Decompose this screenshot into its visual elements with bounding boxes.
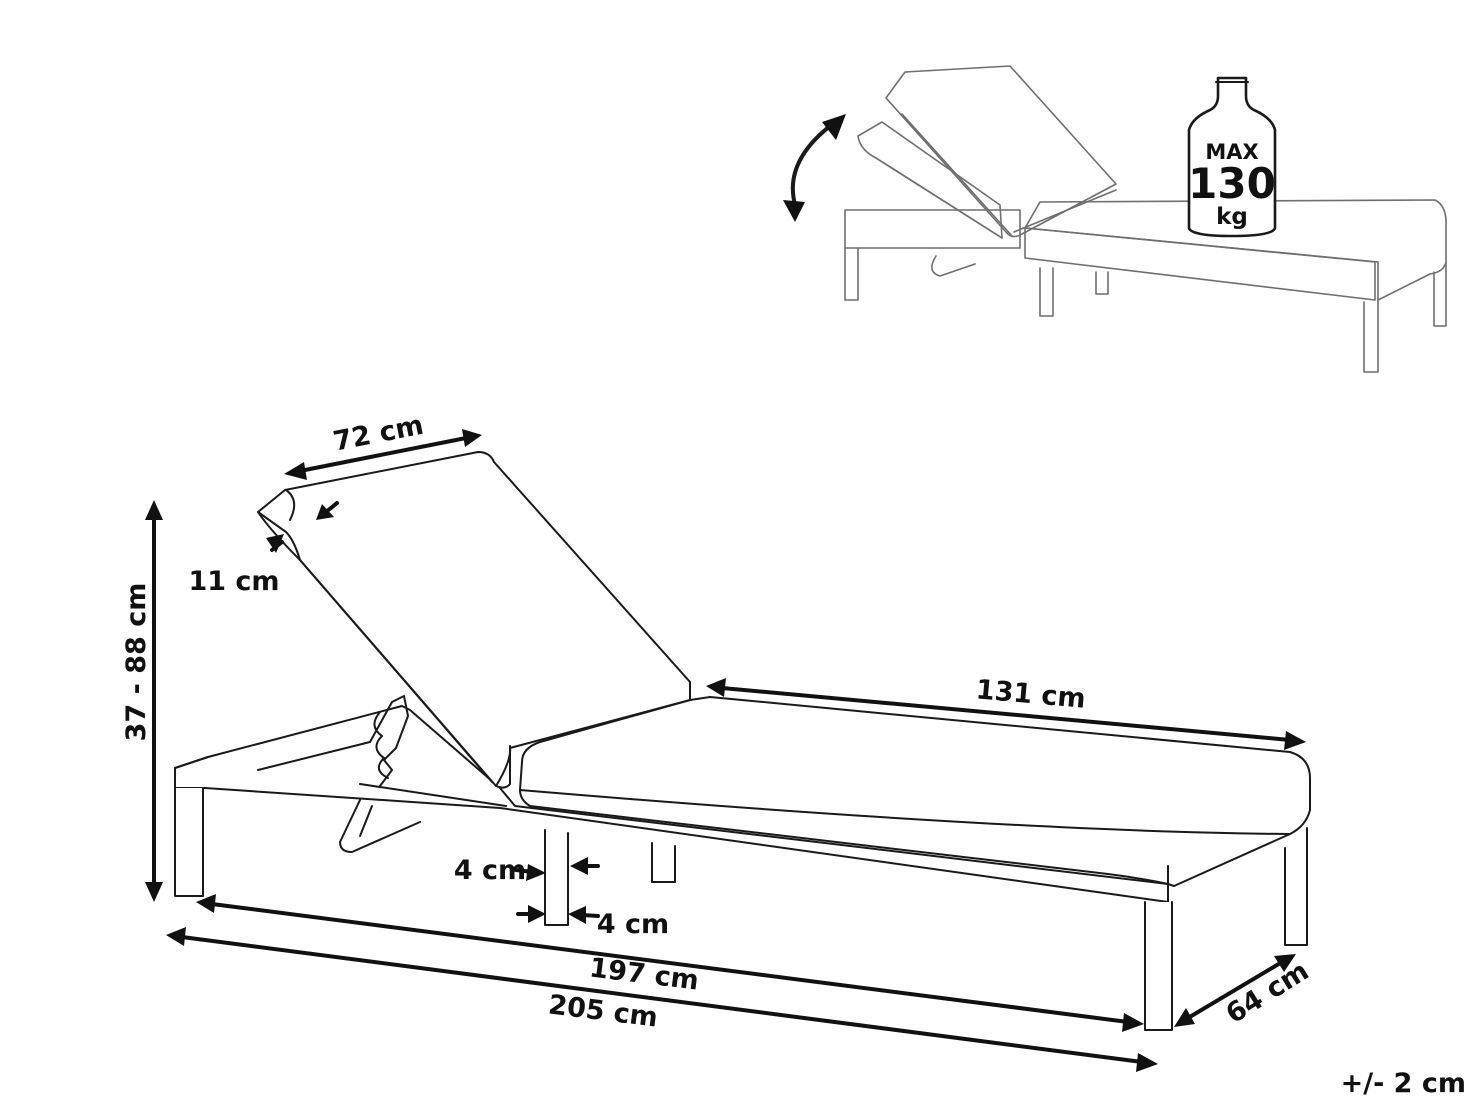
weight-unit-label: kg <box>1216 204 1248 230</box>
leg-width-label: 4 cm <box>597 909 669 940</box>
dimension-lines <box>145 429 1306 1072</box>
seat-length-label: 131 cm <box>975 674 1087 714</box>
height-label: 37 - 88 cm <box>121 583 152 742</box>
cushion-thickness-label: 11 cm <box>188 566 279 597</box>
weight-bottle-icon: MAX 130 kg <box>1187 76 1277 238</box>
recline-arrow-icon <box>783 114 846 222</box>
total-width-label: 64 cm <box>1221 956 1315 1031</box>
weight-max-label: MAX <box>1205 140 1258 164</box>
main-lounger-illustration <box>174 451 1311 1031</box>
leg-depth-label: 4 cm <box>454 855 526 886</box>
inset-lounger-illustration <box>844 65 1447 373</box>
tolerance-label: +/- 2 cm <box>1341 1068 1466 1099</box>
weight-value-label: 130 <box>1188 159 1276 208</box>
